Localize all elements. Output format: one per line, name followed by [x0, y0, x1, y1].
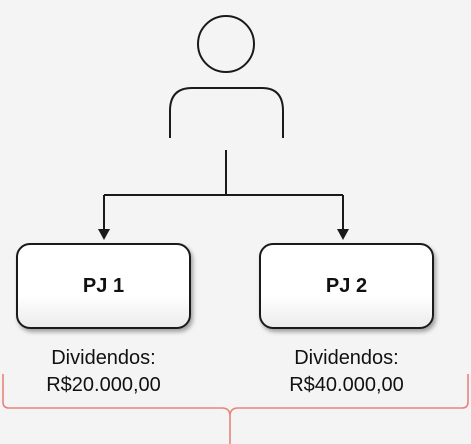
entity-caption-pj1: Dividendos: R$20.000,00 [16, 345, 191, 399]
grouping-bracket [2, 374, 469, 444]
arrow-heads [98, 229, 349, 240]
connector-lines [103, 150, 344, 233]
entity-caption-pj2: Dividendos: R$40.000,00 [259, 345, 434, 399]
entity-box-pj2: PJ 2 [259, 243, 434, 329]
caption-value: R$20.000,00 [46, 374, 161, 396]
caption-title: Dividendos: [51, 347, 156, 369]
caption-value: R$40.000,00 [289, 374, 404, 396]
caption-title: Dividendos: [294, 347, 399, 369]
entity-label: PJ 1 [82, 274, 125, 297]
arrow-down-icon [337, 229, 349, 240]
arrow-down-icon [98, 229, 110, 240]
entity-label: PJ 2 [325, 274, 368, 297]
entity-box-pj1: PJ 1 [16, 243, 191, 329]
person-icon [169, 15, 284, 138]
